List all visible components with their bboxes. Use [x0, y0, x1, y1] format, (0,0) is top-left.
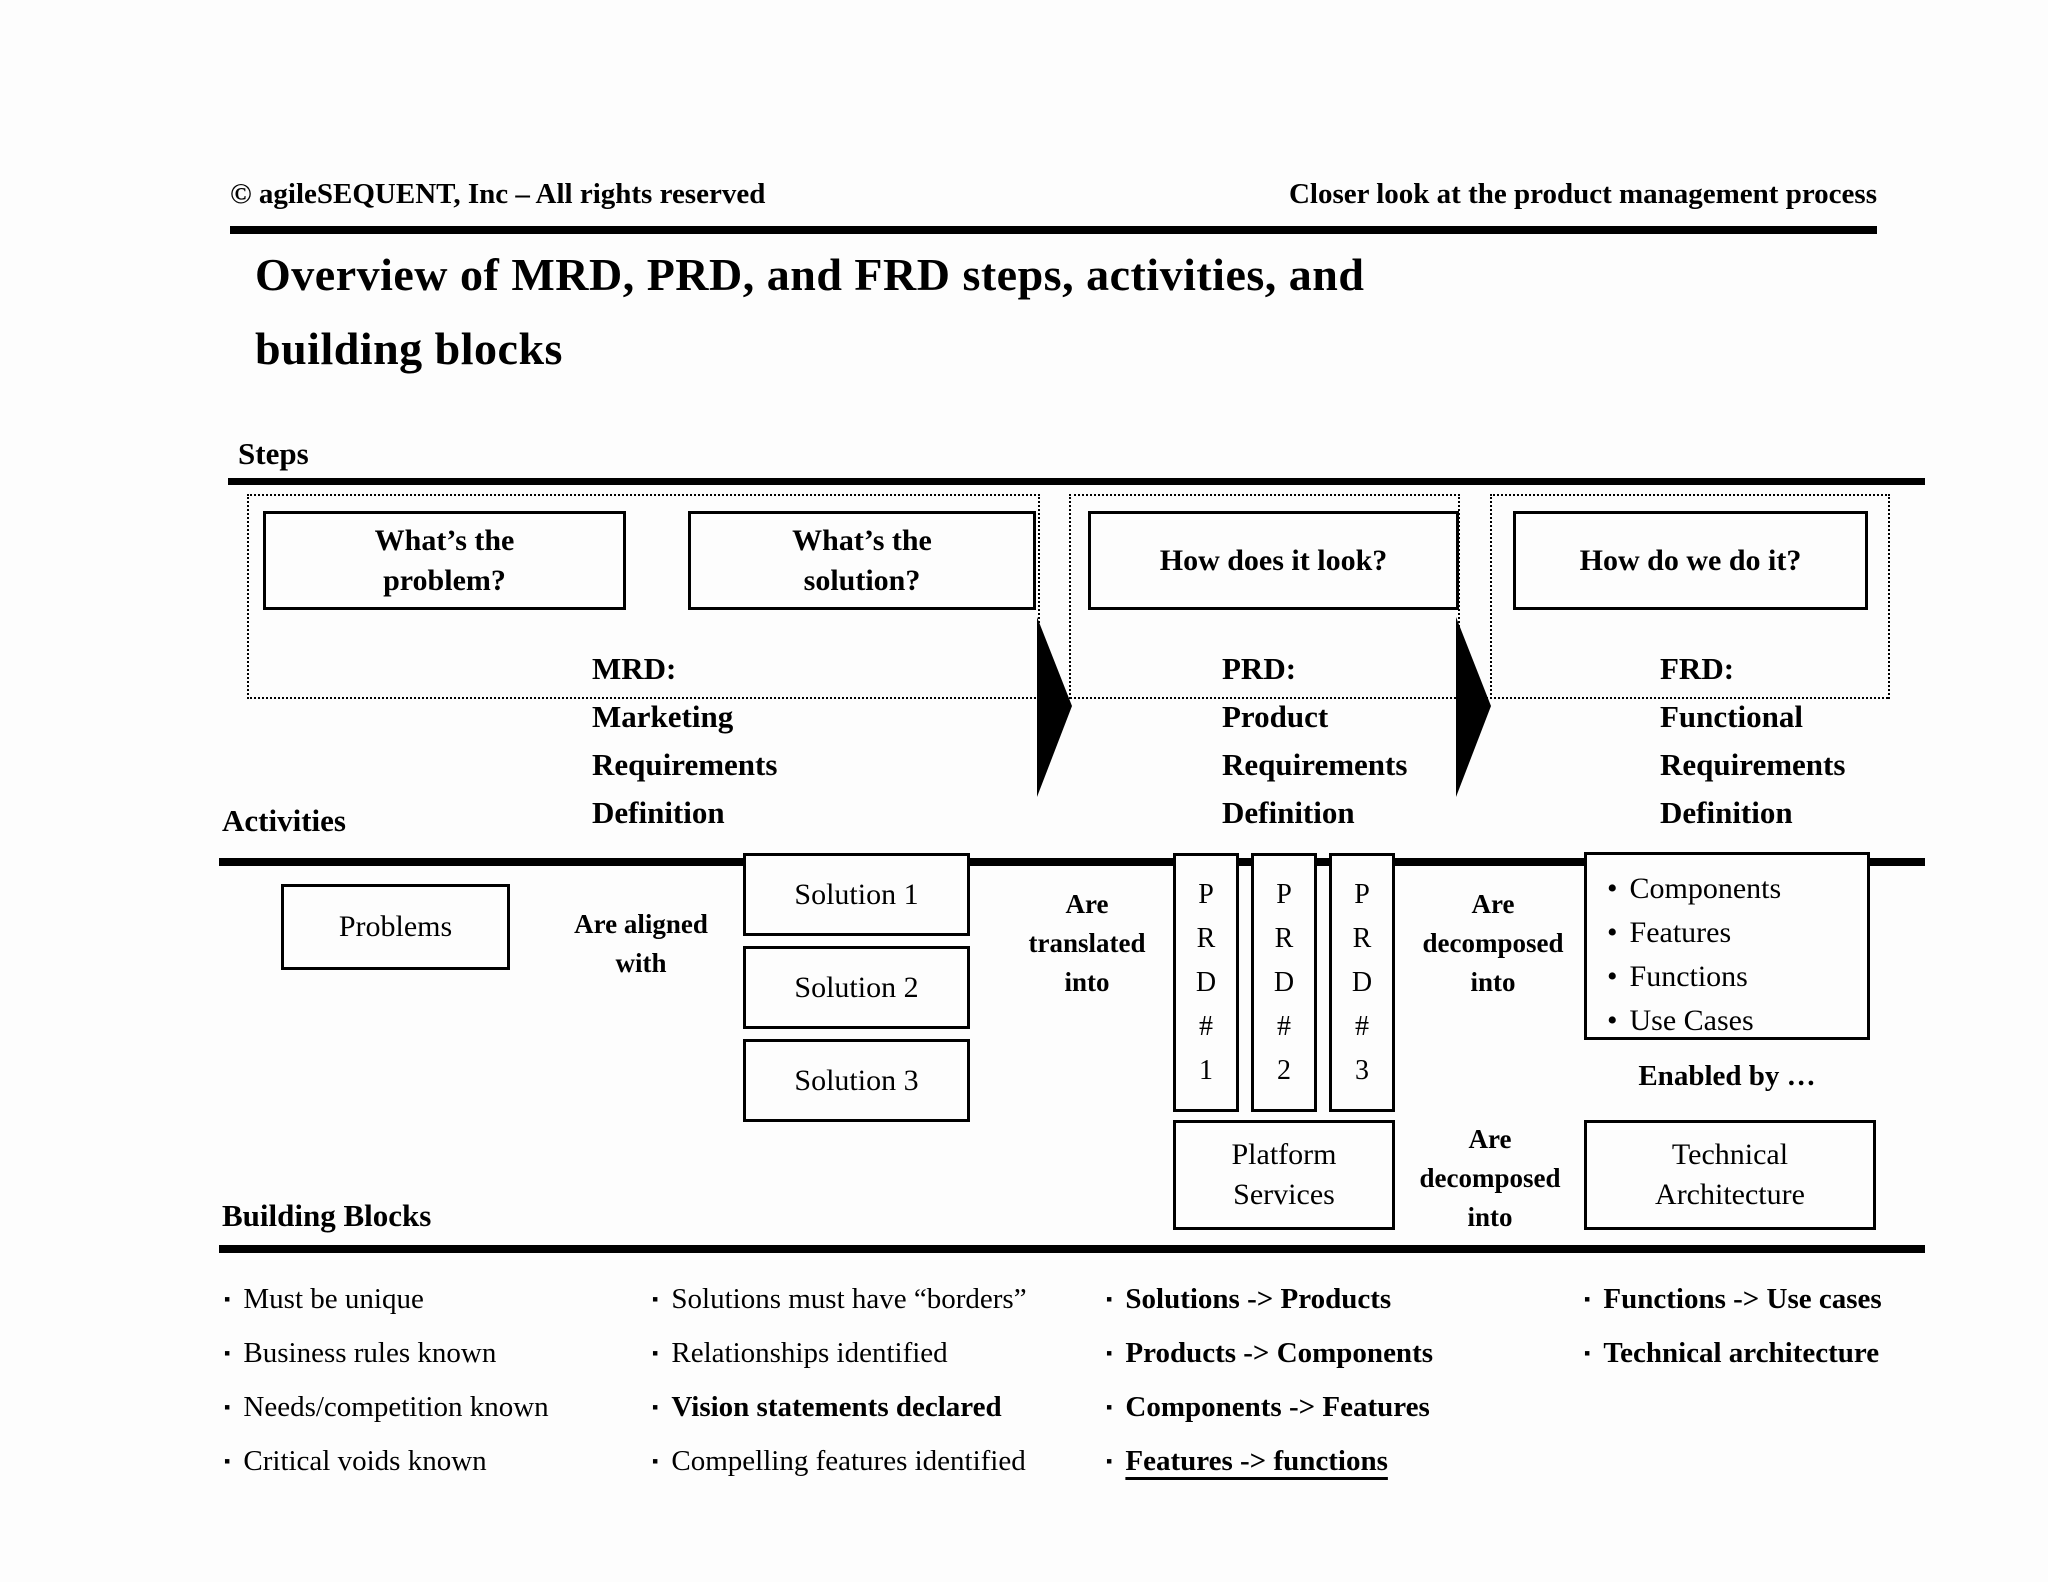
building-blocks-col-solutions: ▪Solutions must have “borders” ▪Relation… [652, 1272, 1027, 1488]
flow-arrow-icon [1456, 617, 1491, 797]
building-blocks-col-prd: ▪Solutions -> Products ▪Products -> Comp… [1106, 1272, 1433, 1488]
flow-arrow-icon [1037, 617, 1072, 797]
aligned-with-connector: Are aligned with [574, 909, 708, 978]
bullet-item: ▪Features -> functions [1106, 1445, 1388, 1477]
bullet-icon: • [1607, 1004, 1618, 1037]
bullet-item: ▪Components -> Features [1106, 1391, 1430, 1423]
prd-step-container [1069, 494, 1460, 699]
bullet-item: ▪Compelling features identified [652, 1445, 1026, 1477]
bullet-icon: • [1607, 960, 1618, 993]
bullet-item: ▪Must be unique [224, 1283, 424, 1315]
frd-content-item: •Functions [1607, 960, 1748, 993]
header-context-text: Closer look at the product management pr… [1288, 178, 1877, 210]
square-bullet-icon: ▪ [652, 1289, 659, 1309]
translated-into-connector: Are translated into [1028, 889, 1146, 997]
solution-2-box: Solution 2 [743, 946, 970, 1029]
activities-rule [219, 858, 1925, 866]
mrd-definition-text: MRD: Marketing Requirements Definition [592, 651, 778, 830]
prd-definition-text: PRD: Product Requirements Definition [1222, 651, 1408, 830]
bullet-icon: • [1607, 916, 1618, 949]
bullet-item: ▪Solutions must have “borders” [652, 1283, 1027, 1315]
prd-doc-1-box: P R D # 1 [1173, 853, 1239, 1112]
page-title-line2: building blocks [255, 323, 563, 374]
square-bullet-icon: ▪ [652, 1451, 659, 1471]
square-bullet-icon: ▪ [1106, 1343, 1113, 1363]
activities-section-label: Activities [222, 803, 346, 838]
decomposed-into-connector-1: Are decomposed into [1422, 889, 1564, 997]
frd-step-container [1490, 494, 1890, 699]
building-blocks-col-mrd: ▪Must be unique ▪Business rules known ▪N… [224, 1272, 549, 1488]
mrd-step-container [247, 494, 1040, 699]
bullet-item: ▪Needs/competition known [224, 1391, 549, 1423]
square-bullet-icon: ▪ [224, 1289, 231, 1309]
square-bullet-icon: ▪ [1106, 1451, 1113, 1471]
square-bullet-icon: ▪ [1584, 1343, 1591, 1363]
square-bullet-icon: ▪ [1584, 1289, 1591, 1309]
bullet-item: ▪Vision statements declared [652, 1391, 1002, 1423]
frd-content-item: •Components [1607, 872, 1782, 905]
bullet-item: ▪Functions -> Use cases [1584, 1283, 1882, 1315]
decomposed-into-connector-2: Are decomposed into [1419, 1124, 1561, 1232]
frd-contents-box: •Components •Features •Functions •Use Ca… [1584, 852, 1870, 1040]
building-blocks-rule [219, 1245, 1925, 1253]
solution-1-box: Solution 1 [743, 853, 970, 936]
bullet-item: ▪Technical architecture [1584, 1337, 1880, 1369]
frd-definition-text: FRD: Functional Requirements Definition [1660, 651, 1846, 830]
steps-section-label: Steps [238, 436, 309, 471]
bullet-icon: • [1607, 872, 1618, 905]
bullet-item: ▪Products -> Components [1106, 1337, 1434, 1369]
question-problem-box: What’s the problem? [263, 511, 626, 610]
solution-3-box: Solution 3 [743, 1039, 970, 1122]
prd-doc-3-box: P R D # 3 [1329, 853, 1395, 1112]
building-blocks-col-frd: ▪Functions -> Use cases ▪Technical archi… [1584, 1272, 1882, 1380]
prd-doc-2-box: P R D # 2 [1251, 853, 1317, 1112]
problems-box: Problems [281, 884, 510, 970]
bullet-item: ▪Relationships identified [652, 1337, 948, 1369]
steps-rule [228, 478, 1925, 485]
bullet-item: ▪Business rules known [224, 1337, 497, 1369]
frd-content-item: •Use Cases [1607, 1004, 1754, 1037]
enabled-by-text: Enabled by … [1638, 1060, 1816, 1092]
copyright-text: © agileSEQUENT, Inc – All rights reserve… [230, 178, 766, 210]
page-title-line1: Overview of MRD, PRD, and FRD steps, act… [255, 249, 1365, 300]
platform-services-box: Platform Services [1173, 1120, 1395, 1230]
technical-architecture-box: Technical Architecture [1584, 1120, 1876, 1230]
square-bullet-icon: ▪ [1106, 1289, 1113, 1309]
square-bullet-icon: ▪ [1106, 1397, 1113, 1417]
square-bullet-icon: ▪ [224, 1397, 231, 1417]
square-bullet-icon: ▪ [224, 1343, 231, 1363]
question-solution-box: What’s the solution? [688, 511, 1036, 610]
header-rule [230, 226, 1877, 234]
square-bullet-icon: ▪ [652, 1397, 659, 1417]
bullet-item: ▪Solutions -> Products [1106, 1283, 1392, 1315]
square-bullet-icon: ▪ [224, 1451, 231, 1471]
question-look-box: How does it look? [1088, 511, 1459, 610]
frd-content-item: •Features [1607, 916, 1732, 949]
building-blocks-section-label: Building Blocks [222, 1198, 432, 1233]
square-bullet-icon: ▪ [652, 1343, 659, 1363]
bullet-item: ▪Critical voids known [224, 1445, 487, 1477]
question-how-box: How do we do it? [1513, 511, 1868, 610]
